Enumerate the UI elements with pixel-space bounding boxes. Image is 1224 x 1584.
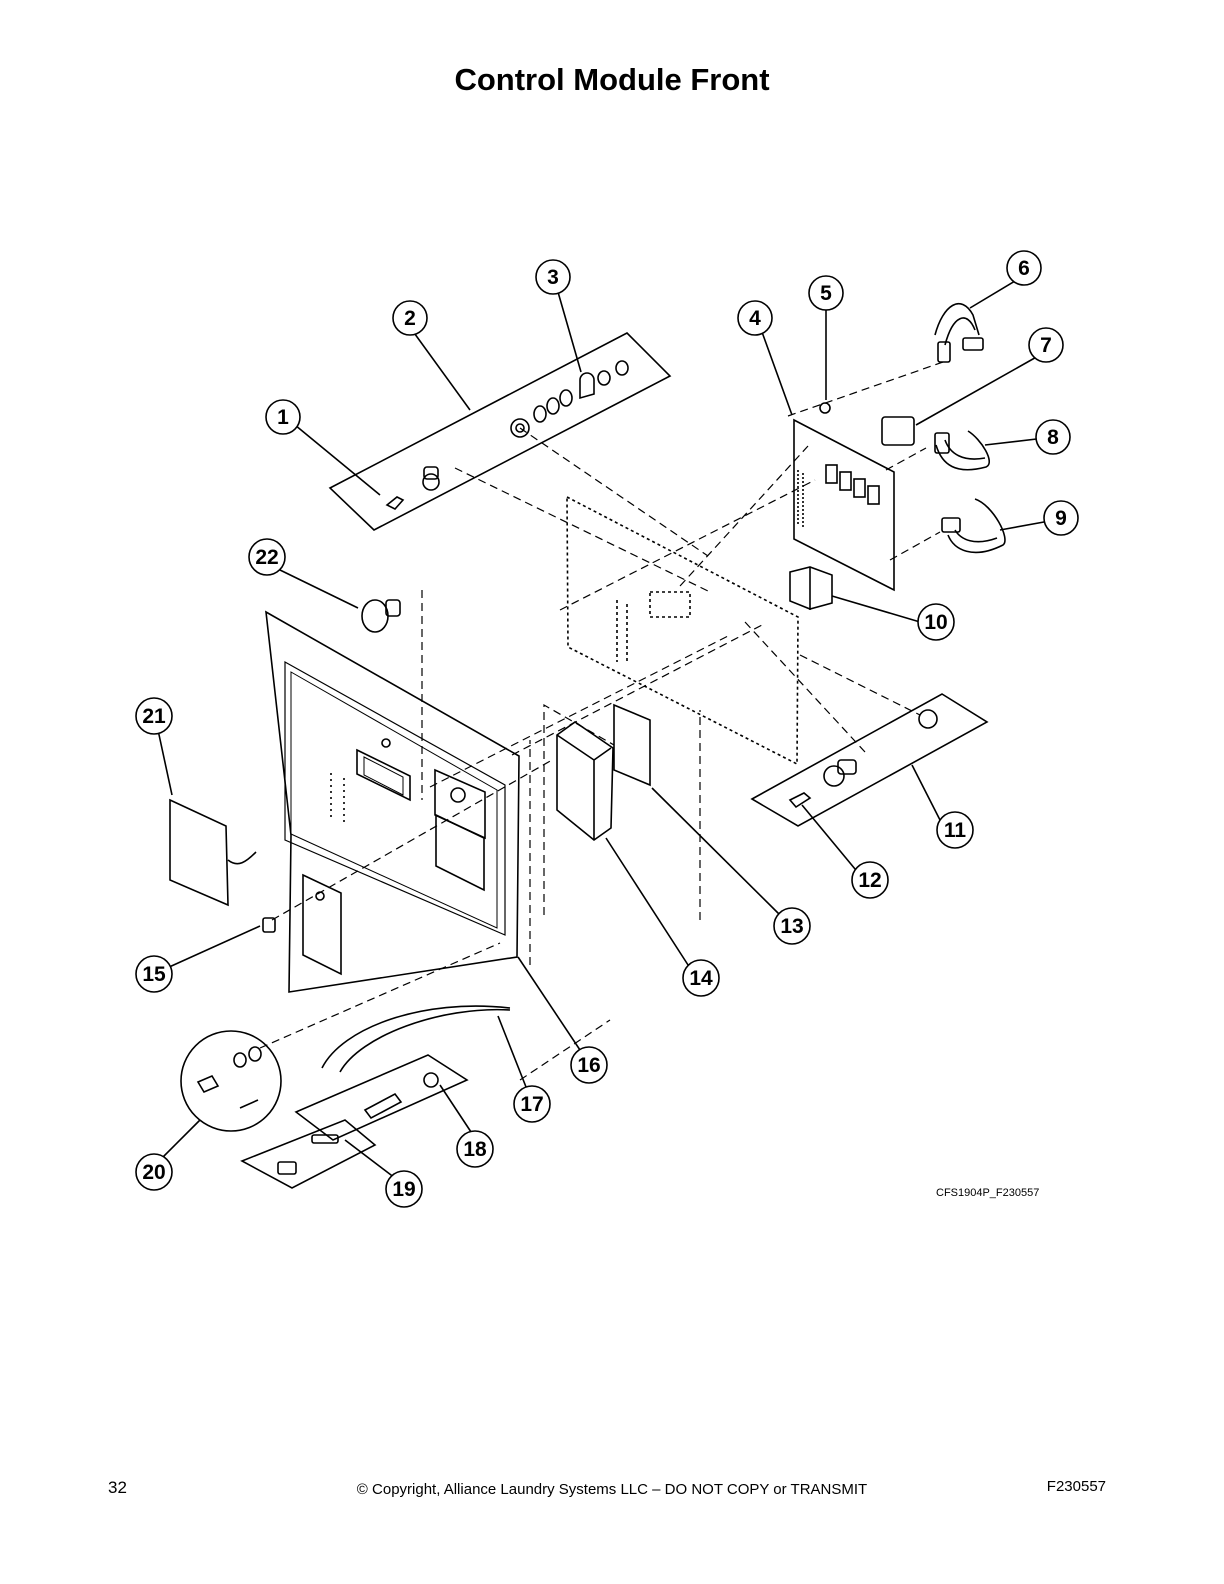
callout-label: 18 (463, 1138, 487, 1161)
part-fuse-holder (294, 1054, 469, 1141)
callout-label: 8 (1047, 426, 1059, 449)
callout-8: 8 (1035, 419, 1071, 455)
callout-label: 22 (255, 546, 278, 569)
callout-label: 12 (858, 869, 881, 892)
callout-label: 9 (1055, 507, 1067, 530)
callout-label: 3 (547, 266, 559, 289)
callout-19: 19 (385, 1170, 423, 1208)
part-harness-mid (934, 430, 991, 471)
callout-22: 22 (248, 538, 286, 576)
part-push-button (361, 599, 401, 633)
callout-9: 9 (1043, 500, 1079, 536)
callout-label: 21 (142, 705, 166, 728)
callout-4: 4 (737, 300, 773, 336)
callout-16: 16 (570, 1046, 608, 1084)
callout-6: 6 (1006, 250, 1042, 286)
callout-label: 19 (392, 1178, 415, 1201)
part-label-plate (613, 703, 651, 787)
part-relay (881, 416, 915, 446)
part-key (788, 792, 812, 809)
drawing-id: CFS1904P_F230557 (936, 1187, 1040, 1199)
callout-label: 17 (520, 1093, 543, 1116)
part-spacer (819, 402, 831, 414)
callout-label: 15 (142, 963, 166, 986)
callout-20: 20 (135, 1153, 173, 1191)
callout-11: 11 (936, 811, 974, 849)
callout-label: 20 (142, 1161, 165, 1184)
callout-14: 14 (682, 959, 720, 997)
part-harness-lower (941, 498, 1006, 554)
callout-17: 17 (513, 1085, 551, 1123)
callout-12: 12 (851, 861, 889, 899)
part-control-board (793, 418, 895, 592)
callout-10: 10 (917, 603, 955, 641)
callout-label: 2 (404, 307, 416, 330)
document-number: F230557 (1046, 1478, 1106, 1495)
copyright-notice: © Copyright, Alliance Laundry Systems LL… (356, 1481, 868, 1498)
page-number: 32 (108, 1478, 127, 1497)
callout-13: 13 (773, 907, 811, 945)
callout-label: 16 (577, 1054, 600, 1077)
callouts: 1 2 3 4 5 6 7 8 9 10 11 12 13 14 15 16 1… (135, 250, 1079, 1208)
part-fastener-detail (180, 1030, 282, 1132)
part-control-board-bracket (566, 495, 799, 766)
callout-label: 14 (689, 967, 713, 990)
callout-label: 7 (1040, 334, 1052, 357)
callout-label: 6 (1018, 257, 1030, 280)
part-keypad (169, 798, 257, 907)
part-control-panel (265, 610, 520, 993)
callout-label: 11 (944, 819, 967, 842)
callout-label: 1 (277, 406, 289, 429)
callout-3: 3 (535, 259, 571, 295)
callout-label: 13 (780, 915, 803, 938)
callout-label: 4 (749, 307, 761, 330)
callout-21: 21 (135, 697, 173, 735)
callout-label: 5 (820, 282, 832, 305)
part-trim-panel (328, 332, 672, 531)
callout-15: 15 (135, 955, 173, 993)
callout-7: 7 (1028, 327, 1064, 363)
part-lock-bracket (750, 693, 989, 827)
callout-1: 1 (265, 399, 301, 435)
part-ribbon-harness-top (934, 302, 984, 363)
assembly-lines (259, 360, 947, 1081)
part-fuse (240, 1119, 377, 1189)
part-wire (321, 1005, 511, 1073)
callout-label: 10 (924, 611, 947, 634)
page-title: Control Module Front (454, 62, 770, 97)
callout-18: 18 (456, 1130, 494, 1168)
callout-5: 5 (808, 275, 844, 311)
part-screw (262, 917, 276, 933)
part-switch (789, 566, 833, 610)
callout-2: 2 (392, 300, 428, 336)
